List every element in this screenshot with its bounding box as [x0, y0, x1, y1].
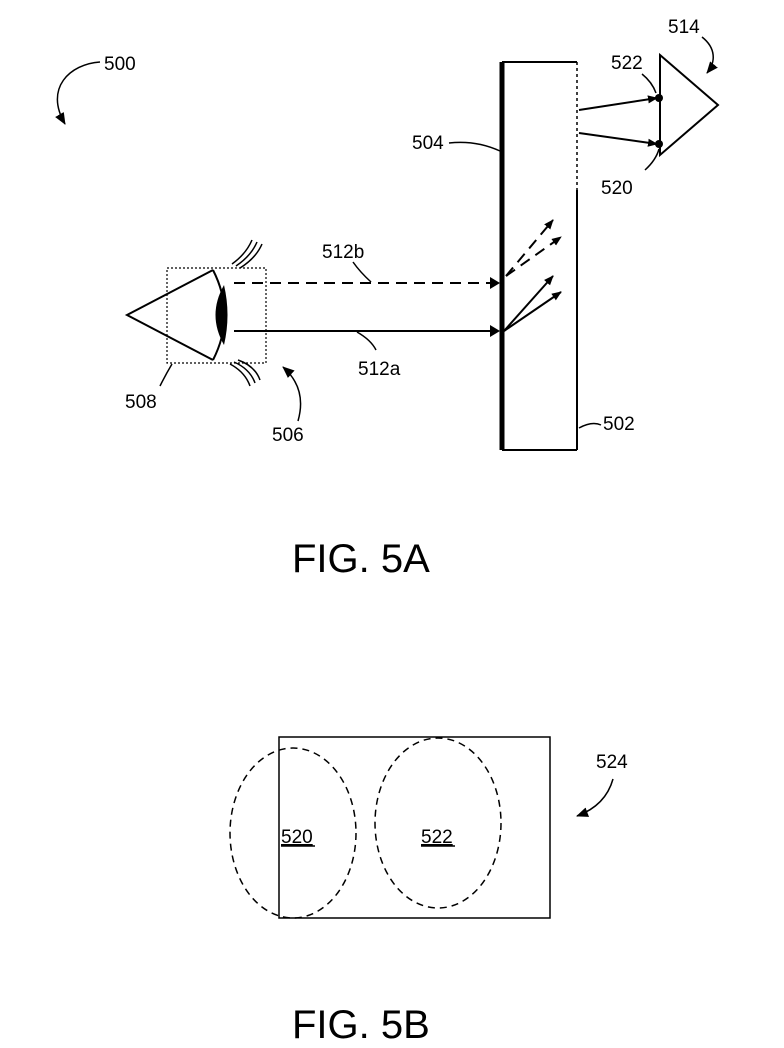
region-522 — [374, 737, 502, 909]
label-504: 504 — [412, 133, 444, 154]
leader-508 — [159, 363, 173, 387]
label-522: 522 — [611, 53, 643, 74]
leader-522 — [641, 73, 657, 94]
diffracted-ray-dashed-1 — [505, 219, 554, 277]
leader-512b — [352, 261, 372, 283]
output-ray-522 — [578, 95, 658, 111]
waveguide-502 — [499, 61, 578, 451]
leader-502 — [578, 422, 602, 429]
label-514: 514 — [668, 17, 700, 38]
diffracted-ray-solid-1 — [503, 275, 554, 332]
label-506: 506 — [272, 425, 304, 446]
fig-5a-diagram: 500 508 506 512b — [55, 17, 720, 581]
leader-512a — [356, 331, 377, 351]
label-512b: 512b — [322, 242, 364, 263]
label-524: 524 — [596, 752, 628, 773]
label-522-underlined: 522 — [421, 827, 453, 848]
reference-arrow-514 — [701, 36, 718, 74]
fig-5b-diagram: 520 522 524 FIG. 5B — [229, 736, 628, 1047]
reference-arrow-506 — [282, 366, 302, 422]
leader-504 — [448, 141, 501, 152]
reference-arrow-500 — [55, 61, 101, 125]
eye-icon — [124, 239, 263, 387]
reference-arrow-524 — [576, 778, 614, 817]
output-ray-520 — [578, 132, 658, 147]
figure-caption-5b: FIG. 5B — [292, 1003, 430, 1047]
label-520: 520 — [601, 178, 633, 199]
label-502: 502 — [603, 414, 635, 435]
frame-524 — [278, 736, 551, 919]
region-520 — [229, 747, 357, 919]
pupil-icon — [215, 285, 228, 345]
label-512a: 512a — [358, 359, 401, 380]
label-520-underlined: 520 — [281, 827, 313, 848]
eyebox-region — [166, 267, 267, 364]
label-508: 508 — [125, 392, 157, 413]
ray-512b-arrowhead — [490, 277, 500, 289]
label-500: 500 — [104, 54, 136, 75]
leader-520 — [644, 148, 660, 171]
figure-caption-5a: FIG. 5A — [292, 537, 430, 581]
ray-512a-arrowhead — [490, 325, 500, 337]
diffracted-ray-dashed-2 — [505, 236, 562, 277]
projector-514 — [659, 52, 720, 158]
diffracted-ray-solid-2 — [503, 291, 562, 332]
